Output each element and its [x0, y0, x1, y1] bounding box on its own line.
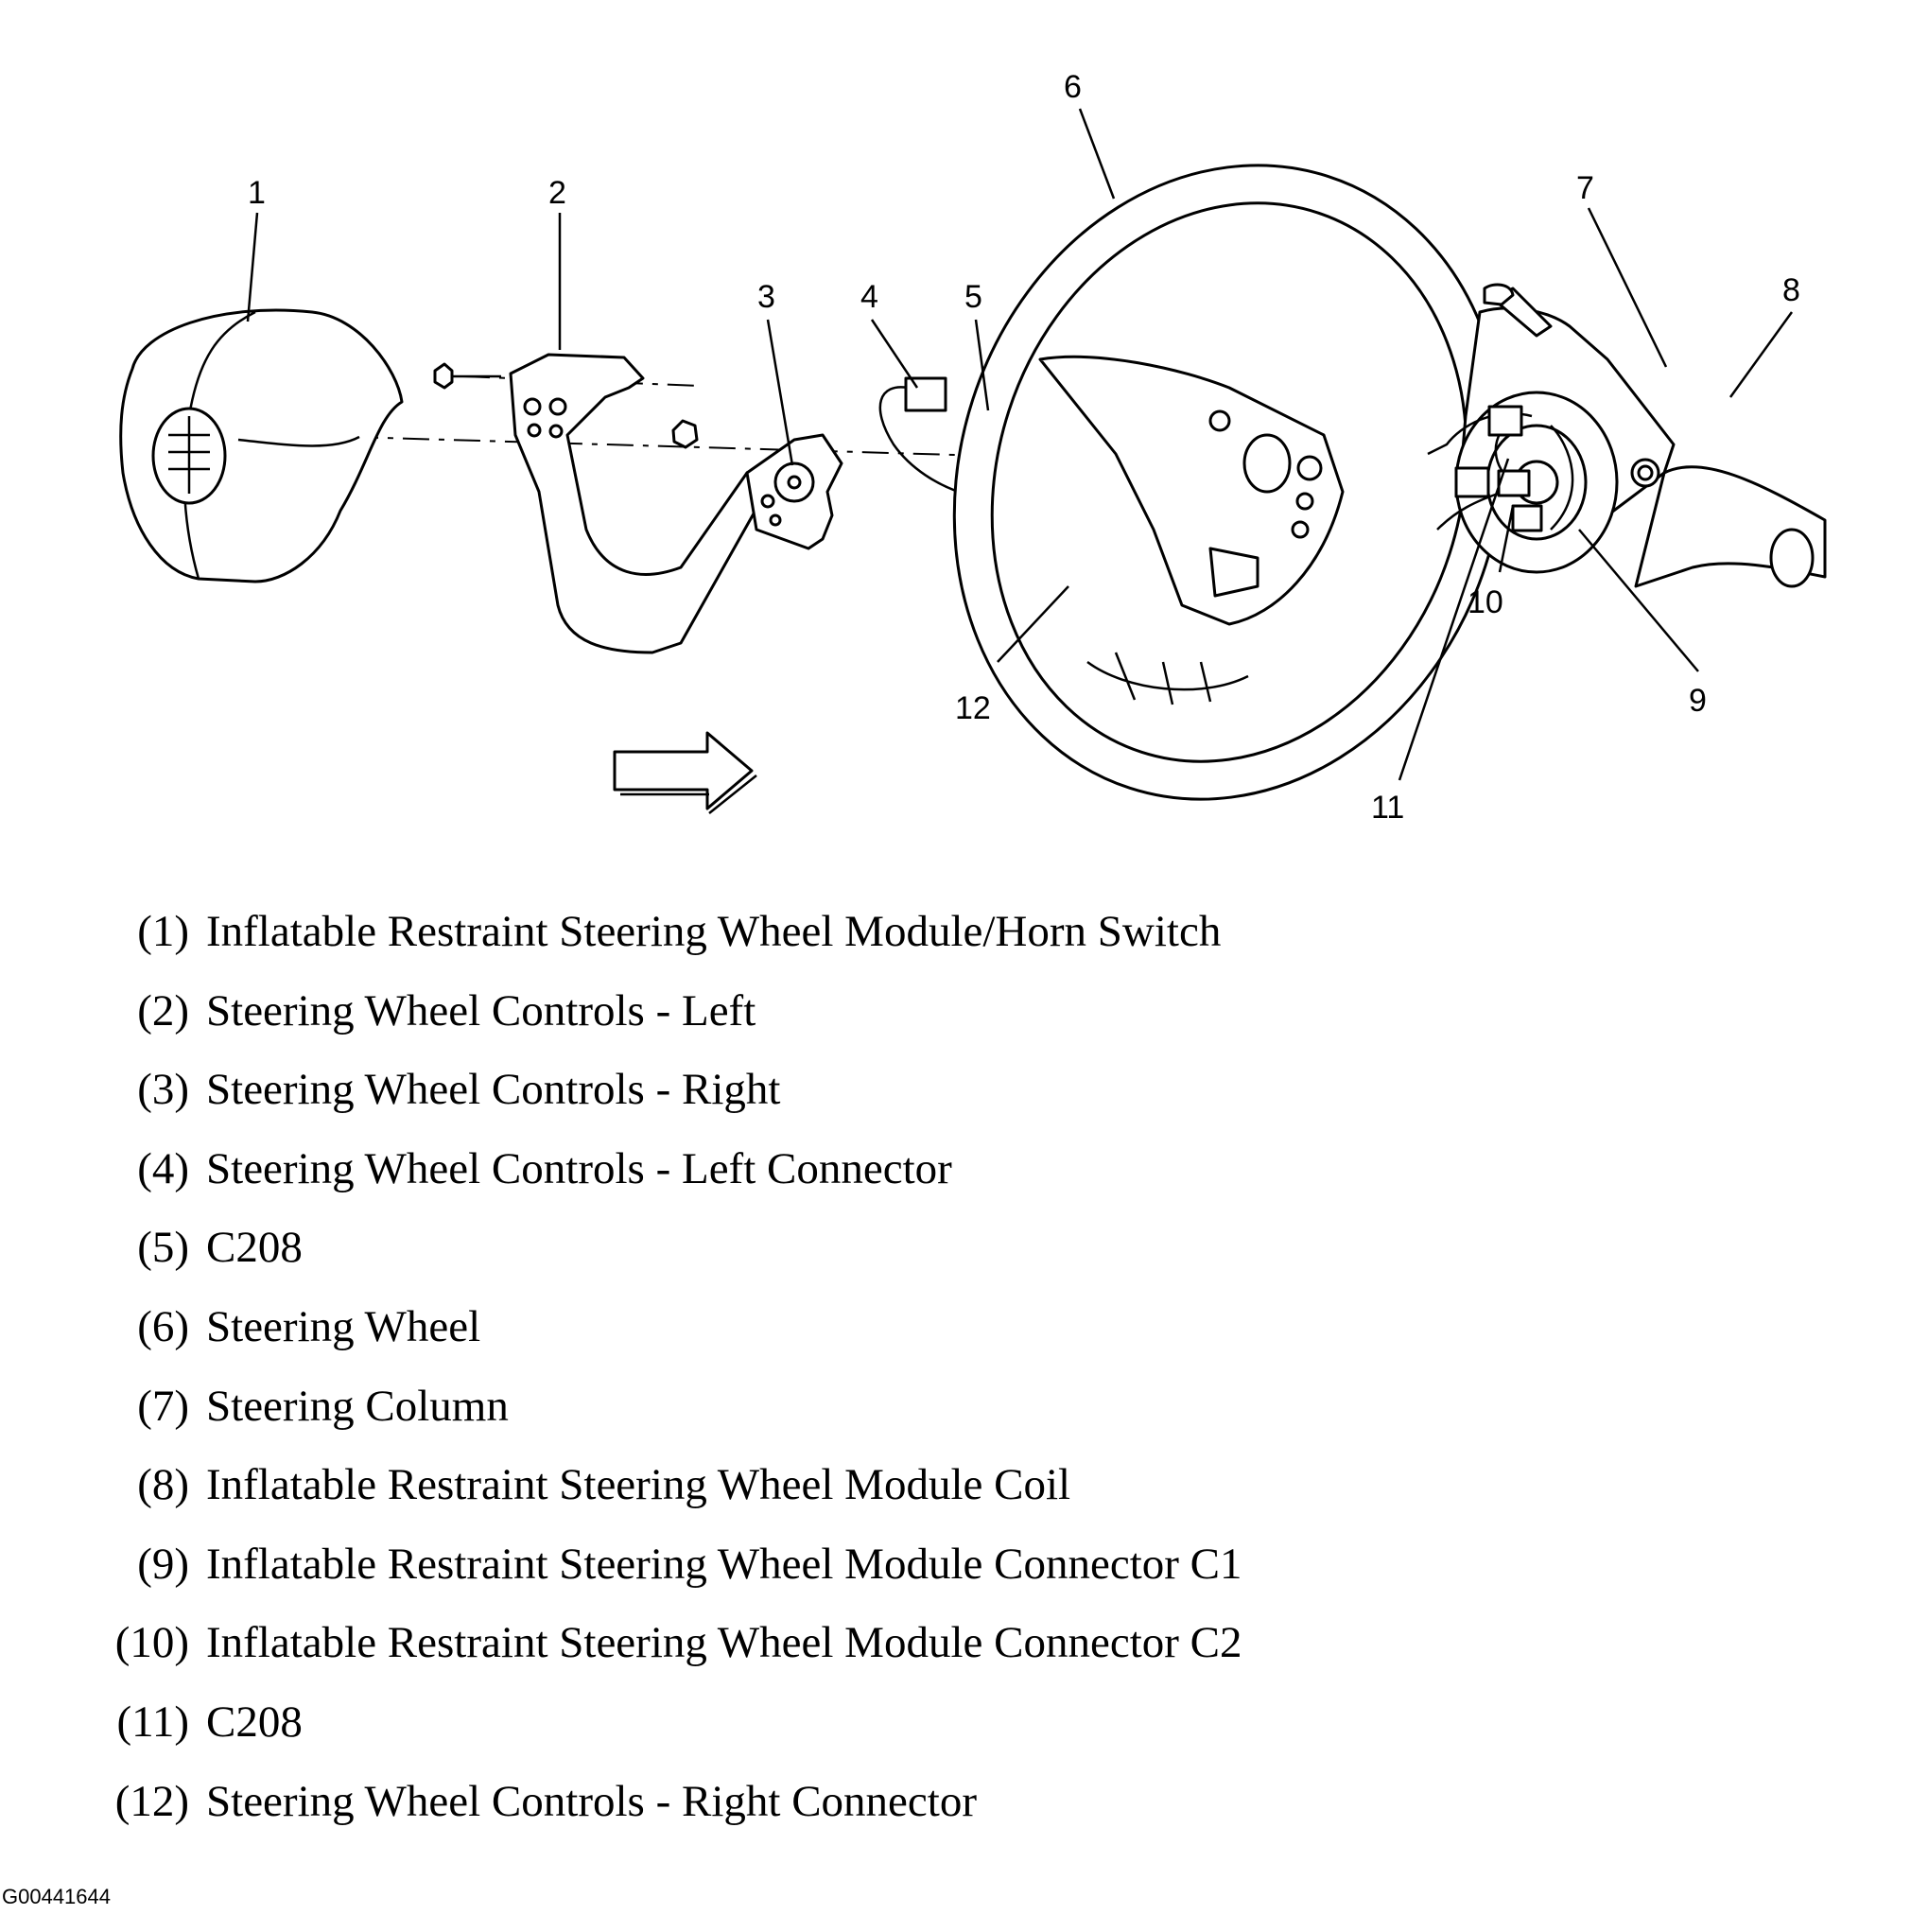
legend-item: (5)C208 — [137, 1223, 303, 1273]
left-connector — [904, 376, 947, 412]
legend-item: (9)Inflatable Restraint Steering Wheel M… — [137, 1539, 1242, 1589]
legend-item: (12)Steering Wheel Controls - Right Conn… — [114, 1776, 977, 1826]
steering-wheel — [952, 164, 1506, 801]
callout-6: 6 — [1064, 69, 1082, 105]
callout-9: 9 — [1689, 683, 1707, 719]
forward-arrow-icon — [613, 731, 754, 810]
legend-item: (3)Steering Wheel Controls - Right — [137, 1065, 781, 1115]
callout-10: 10 — [1468, 584, 1503, 620]
legend-item: (1)Inflatable Restraint Steering Wheel M… — [137, 907, 1222, 956]
callout-12: 12 — [955, 690, 991, 726]
callout-7: 7 — [1576, 170, 1594, 206]
callout-5: 5 — [964, 279, 982, 315]
callout-1: 1 — [248, 175, 266, 211]
callout-8: 8 — [1782, 272, 1800, 308]
legend-item: (10)Inflatable Restraint Steering Wheel … — [114, 1618, 1242, 1668]
legend-item: (7)Steering Column — [137, 1381, 509, 1431]
callout-11: 11 — [1371, 790, 1404, 826]
parts-legend: (1)Inflatable Restraint Steering Wheel M… — [83, 893, 1242, 1841]
leader-lines — [246, 108, 1794, 781]
figure-id: G00441644 — [2, 1885, 111, 1908]
screw-icon — [433, 362, 454, 390]
c208-column-connector — [1454, 466, 1490, 498]
legend-item: (2)Steering Wheel Controls - Left — [137, 985, 756, 1036]
steering-column — [1427, 283, 1827, 588]
legend-item: (6)Steering Wheel — [137, 1301, 481, 1351]
right-controls — [745, 433, 843, 550]
callout-3: 3 — [757, 279, 775, 315]
nut-icon — [671, 419, 699, 449]
connector-c2 — [1487, 405, 1523, 437]
legend-item: (4)Steering Wheel Controls - Left Connec… — [137, 1143, 952, 1193]
callout-4: 4 — [860, 279, 878, 315]
exploded-view-diagram: 1 2 3 4 5 6 7 8 9 10 11 12 — [119, 69, 1827, 826]
callout-2: 2 — [548, 175, 566, 211]
airbag-module — [119, 308, 404, 583]
legend-item: (8)Inflatable Restraint Steering Wheel M… — [137, 1460, 1071, 1510]
left-controls — [433, 353, 768, 654]
legend-item: (11)C208 — [116, 1697, 303, 1747]
